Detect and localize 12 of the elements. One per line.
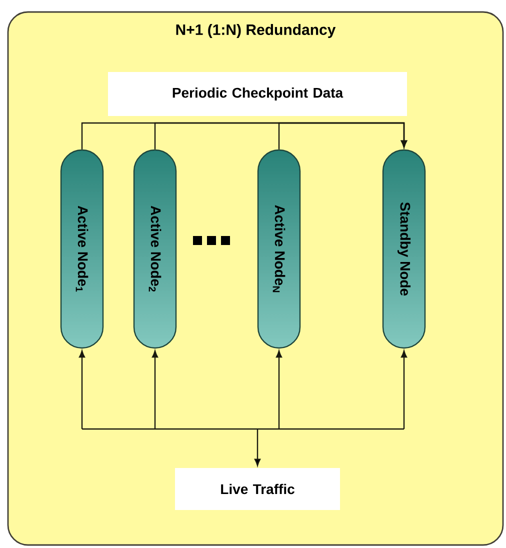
arrow (152, 350, 158, 429)
node-pill: Active Node$_{2}$ (133, 149, 177, 349)
arrow-trunk (82, 428, 404, 466)
node-pill: Active Node$_{N}$ (257, 149, 301, 349)
arrow (78, 350, 86, 429)
arrow (278, 122, 408, 150)
text-box: Live Traffic (175, 468, 340, 510)
node-pill: Standby Node (382, 149, 426, 349)
node-pill: Active Node$_{1}$ (60, 149, 104, 349)
text-box: Periodic Checkpoint Data (108, 72, 407, 116)
arrow (400, 350, 408, 429)
arrow (276, 350, 282, 429)
